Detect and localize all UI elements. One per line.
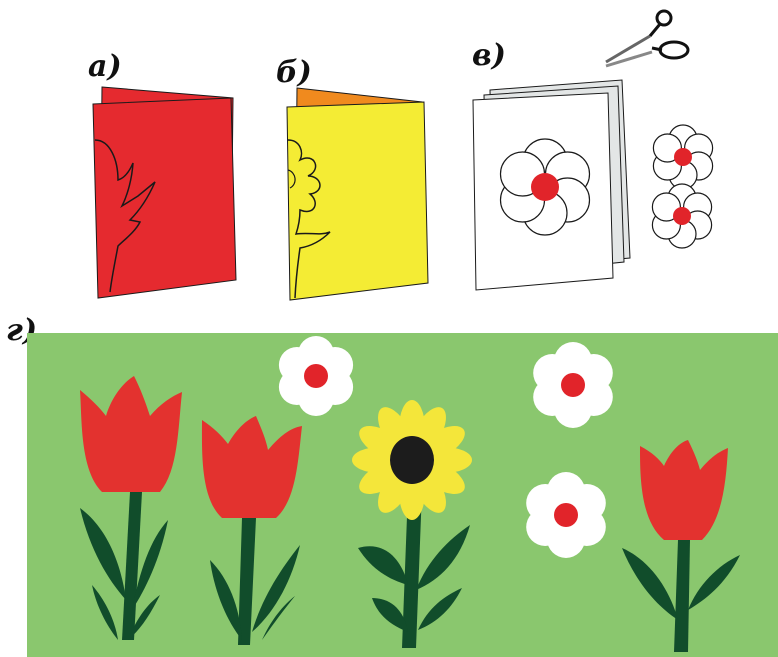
- flower-center: [531, 173, 559, 201]
- panel-a: а): [88, 49, 236, 298]
- outlined-flower-large: [501, 139, 590, 235]
- flower-center: [390, 436, 434, 484]
- flower-center: [554, 503, 578, 527]
- panel-b: б): [276, 55, 428, 300]
- label-a: а): [88, 49, 122, 84]
- panel-g: г): [6, 313, 778, 657]
- flower-center: [673, 207, 691, 225]
- cut-out-flower-bottom: [652, 184, 711, 248]
- flower-center: [674, 148, 692, 166]
- panel-v: в): [472, 11, 713, 290]
- white-card-stack: [473, 80, 630, 290]
- red-folded-card: [93, 87, 236, 298]
- flower-center: [304, 364, 328, 388]
- card-front: [287, 102, 428, 300]
- scissors-icon: [606, 11, 688, 66]
- label-b: б): [276, 55, 312, 90]
- flower-center: [561, 373, 585, 397]
- cut-out-flower-top: [653, 125, 712, 189]
- label-v: в): [472, 38, 506, 73]
- yellow-folded-card: [287, 88, 428, 300]
